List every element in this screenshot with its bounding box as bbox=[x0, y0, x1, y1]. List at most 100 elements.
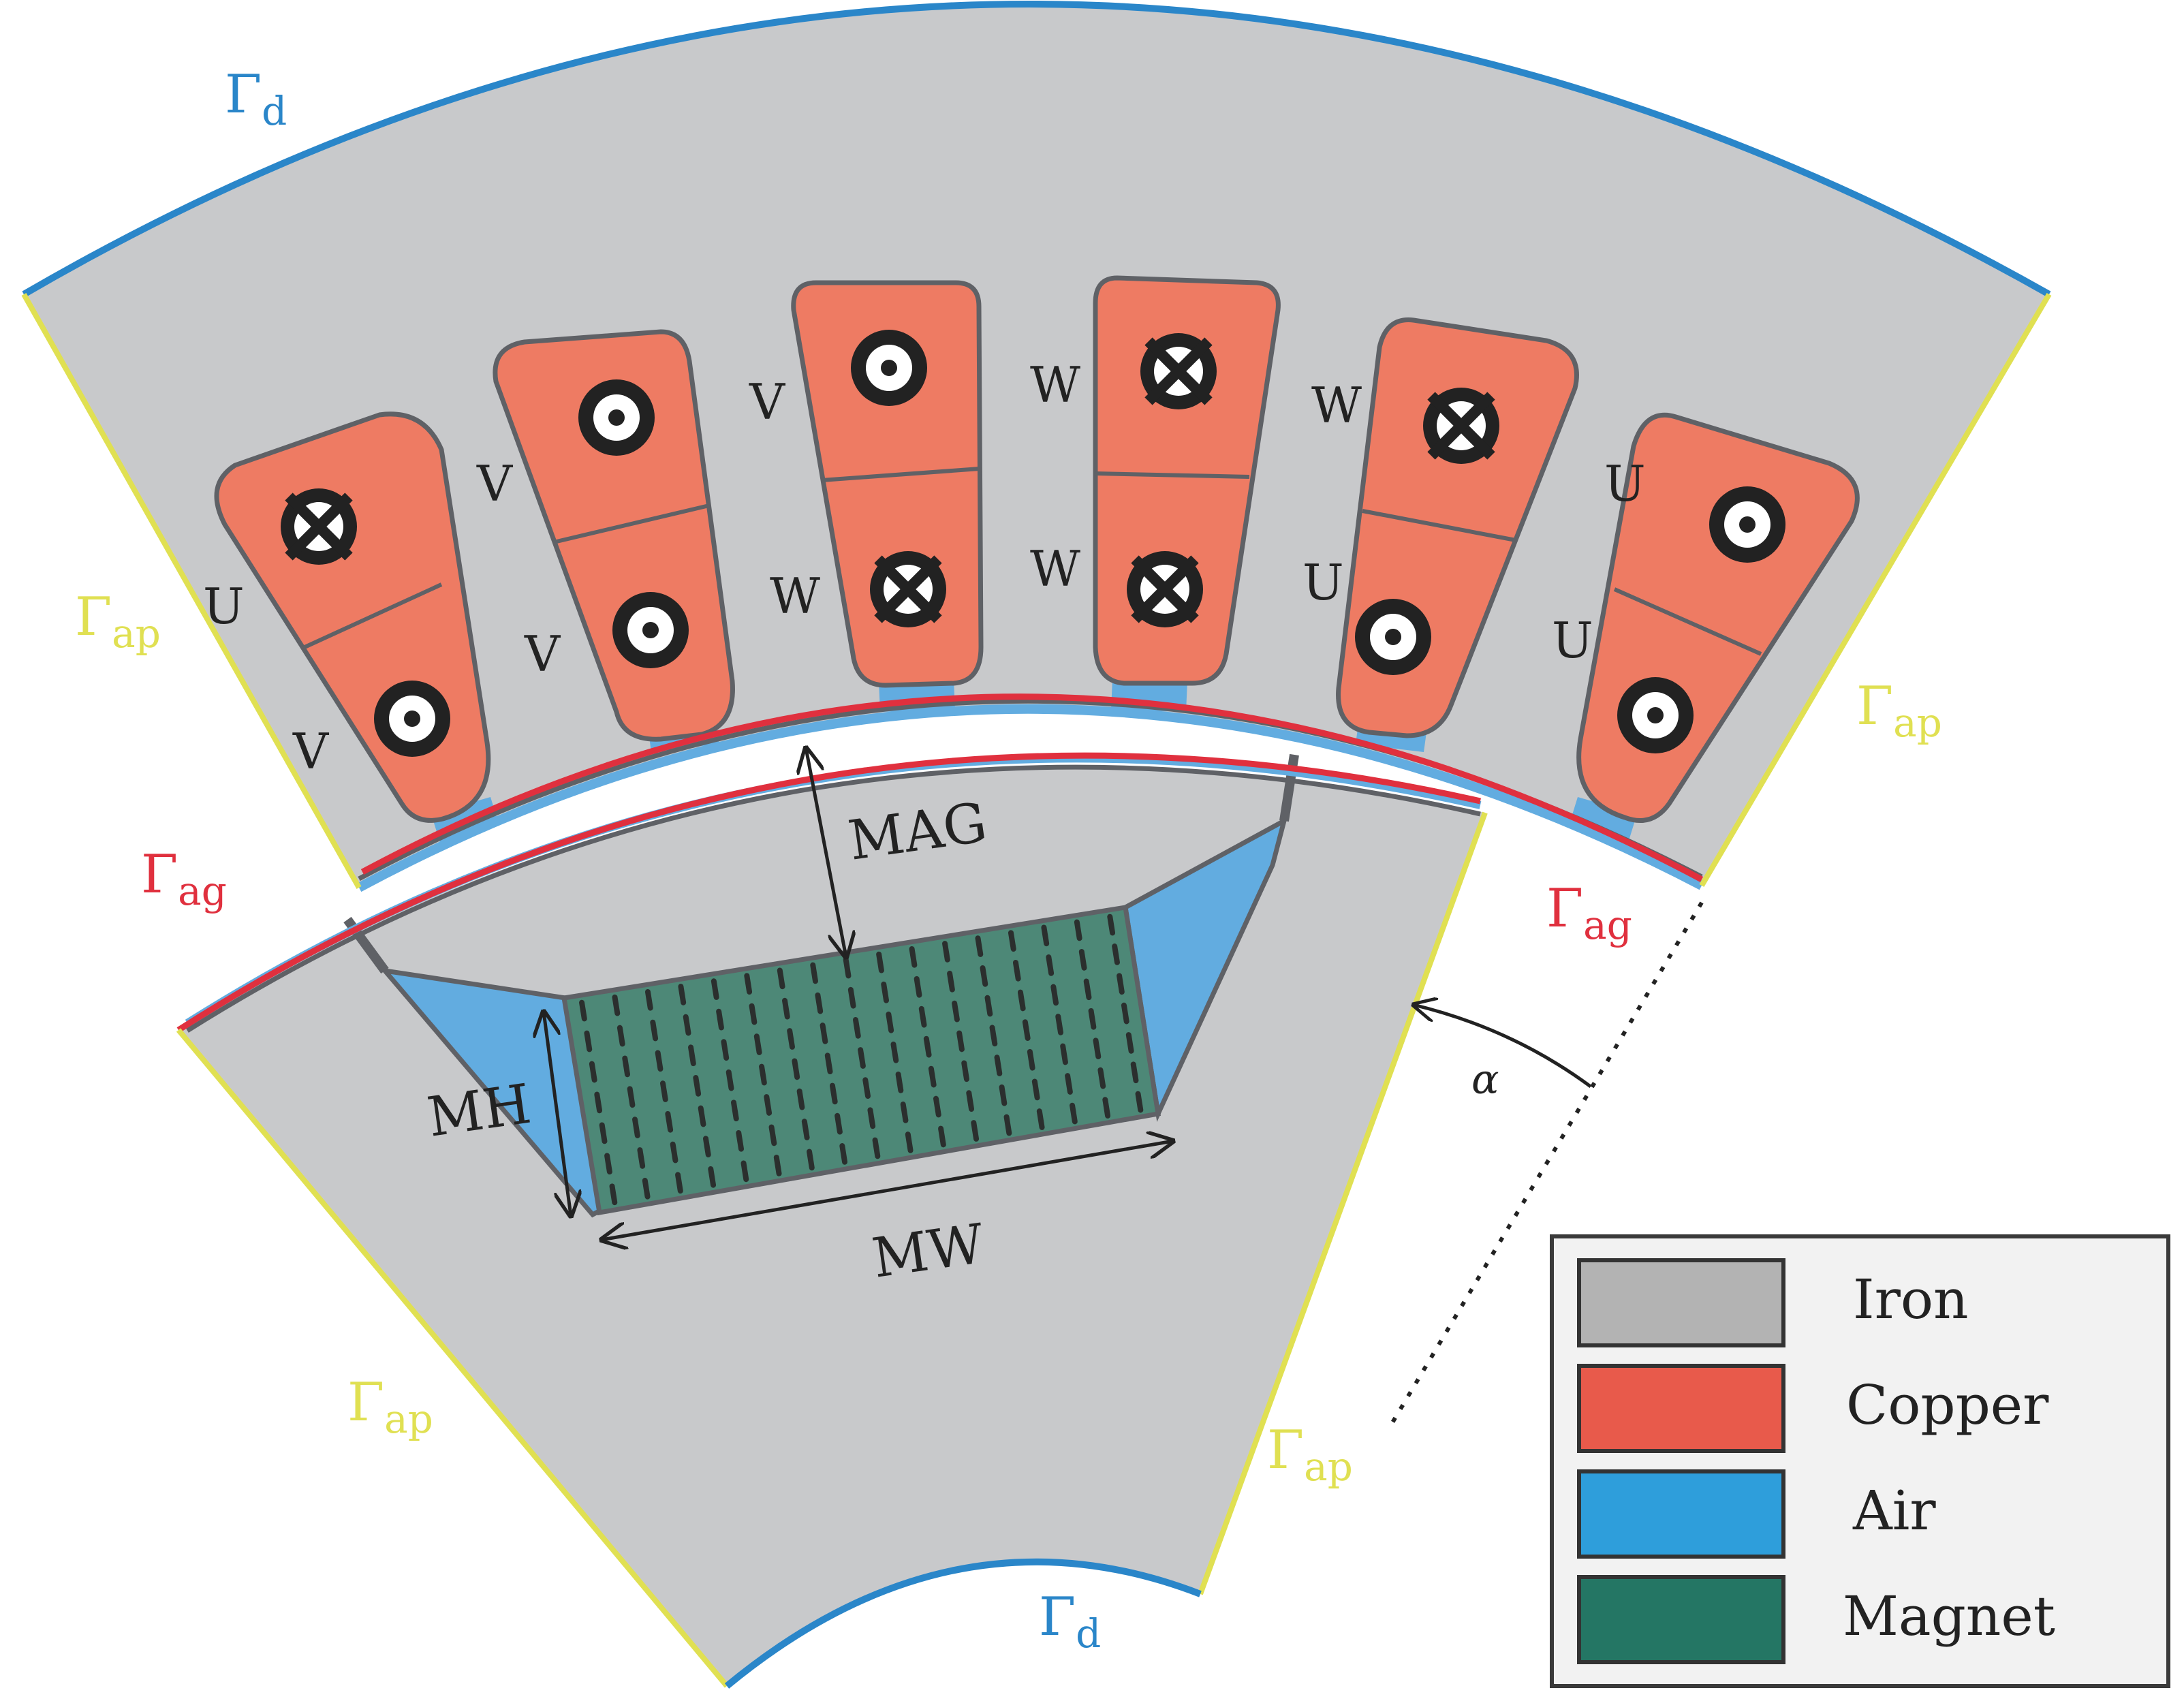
magnet-mark bbox=[942, 941, 950, 963]
magnet-mark bbox=[829, 1082, 838, 1105]
gamma-d-top-label: Γd bbox=[225, 64, 287, 134]
boundary-airgap-stator bbox=[360, 693, 1704, 882]
magnet-mark bbox=[711, 978, 719, 1000]
magnet-mark bbox=[589, 1061, 597, 1083]
magnet-mark bbox=[796, 1088, 805, 1110]
magnet-mark bbox=[952, 1000, 960, 1023]
magnet-mark bbox=[749, 1003, 758, 1025]
boundary-periodic-lower-left bbox=[176, 1028, 730, 1688]
magnet-mark bbox=[984, 995, 993, 1017]
legend: Iron Copper Air Magnet bbox=[1550, 1234, 2170, 1688]
magnet-mark bbox=[721, 1039, 730, 1061]
magnet-mark bbox=[989, 1025, 998, 1047]
magnet-mark bbox=[900, 1102, 909, 1123]
gamma-ap-lower-right-label: Γap bbox=[1267, 1420, 1353, 1490]
winding-cross-icon bbox=[1423, 388, 1499, 464]
boundary-labels: Γd Γap Γap Γag Γag Γap Γap Γd bbox=[75, 64, 1942, 1657]
boundary-dirichlet-top bbox=[22, 1, 2051, 298]
magnet-mark bbox=[975, 935, 984, 957]
mh-label: MH bbox=[424, 1072, 535, 1149]
magnet-mark bbox=[947, 970, 955, 993]
magnet-mark bbox=[914, 976, 922, 998]
phase-label-slot-5-top: W bbox=[1311, 377, 1362, 434]
magnet-mark bbox=[1097, 1067, 1106, 1089]
slot-1-divider bbox=[302, 582, 443, 650]
phase-label-slot-2-bottom: V bbox=[524, 625, 561, 683]
magnet-mark bbox=[1041, 924, 1050, 947]
winding-symbols bbox=[281, 330, 1785, 757]
winding-cross-icon bbox=[281, 488, 357, 565]
magnet-mark bbox=[644, 988, 653, 1011]
magnet-mark bbox=[1078, 949, 1087, 971]
magnet-mark bbox=[584, 1030, 593, 1052]
magnet-mark bbox=[777, 967, 785, 990]
magnet-mark bbox=[1074, 919, 1082, 941]
magnet-mark bbox=[698, 1105, 706, 1127]
winding-dot-icon bbox=[851, 330, 927, 406]
mw-label: MW bbox=[869, 1212, 988, 1290]
mag-dimension-arrow bbox=[806, 748, 846, 957]
magnet-mark bbox=[881, 981, 890, 1003]
boundary-dirichlet-bottom bbox=[724, 1558, 1202, 1689]
magnet-mark bbox=[781, 997, 790, 1020]
magnet-mark bbox=[1102, 1097, 1111, 1119]
boundary-periodic-upper-left bbox=[21, 293, 362, 889]
phase-label-slot-1-top: U bbox=[203, 578, 245, 635]
magnet-mark bbox=[928, 1065, 937, 1088]
winding-dot-icon bbox=[578, 379, 655, 456]
magnet-mark bbox=[627, 1086, 636, 1108]
slot-2-divider bbox=[556, 503, 710, 544]
magnet-mark bbox=[909, 946, 918, 968]
magnet-mark bbox=[966, 1090, 975, 1112]
magnet-mark bbox=[1012, 959, 1021, 982]
slot-6-divider bbox=[1613, 587, 1762, 656]
magnet-mark bbox=[852, 1017, 861, 1039]
magnet-mark bbox=[787, 1028, 795, 1050]
magnet-mark bbox=[678, 984, 687, 1005]
magnet-mark bbox=[665, 1110, 674, 1133]
boundary-periodic-upper-right bbox=[1699, 292, 2052, 888]
magnet-mark bbox=[753, 1033, 762, 1055]
magnet-mark bbox=[792, 1058, 800, 1080]
alpha-label: α bbox=[1471, 1056, 1499, 1104]
magnet-mark bbox=[1130, 1061, 1139, 1084]
legend-item-magnet: Magnet bbox=[1577, 1575, 2055, 1664]
legend-label-magnet: Magnet bbox=[1843, 1585, 2055, 1648]
legend-swatch-copper bbox=[1577, 1364, 1785, 1453]
magnet-mark bbox=[1050, 984, 1059, 1006]
dimension-annotations bbox=[544, 748, 1704, 1429]
magnet-mark bbox=[1121, 1002, 1129, 1025]
magnet-mark bbox=[730, 1099, 739, 1122]
magnet-mark bbox=[1093, 1037, 1102, 1060]
magnet-mark bbox=[1135, 1091, 1144, 1113]
legend-swatch-iron bbox=[1577, 1258, 1785, 1347]
magnet-mark bbox=[693, 1075, 702, 1097]
legend-item-iron: Iron bbox=[1577, 1258, 1969, 1347]
winding-dot-icon bbox=[1355, 599, 1431, 675]
winding-dot-icon bbox=[1709, 486, 1785, 563]
magnet-mark bbox=[994, 1055, 1003, 1076]
phase-labels: U V V V V W W W W U U U bbox=[203, 356, 1646, 780]
gamma-d-bottom-label: Γd bbox=[1039, 1587, 1101, 1657]
winding-dot-icon bbox=[374, 681, 450, 757]
magnet-mark bbox=[847, 986, 856, 1009]
magnet-mark bbox=[918, 1005, 927, 1028]
alpha-angle-arc bbox=[1414, 1005, 1592, 1089]
magnet-mark bbox=[688, 1044, 696, 1067]
magnet-mark bbox=[683, 1014, 691, 1036]
legend-swatch-air bbox=[1577, 1469, 1785, 1559]
mw-dimension-arrow bbox=[602, 1141, 1173, 1240]
magnet-mark bbox=[876, 951, 884, 973]
magnet-mark bbox=[956, 1030, 965, 1052]
stator-airgap-band bbox=[356, 704, 1704, 892]
legend-label-air: Air bbox=[1852, 1479, 1936, 1542]
phase-label-slot-1-bottom: V bbox=[292, 723, 330, 780]
magnet-mark bbox=[895, 1072, 904, 1093]
magnet-mark bbox=[843, 956, 852, 979]
slot-3-divider bbox=[821, 467, 980, 482]
magnet-mark bbox=[961, 1060, 969, 1082]
winding-cross-icon bbox=[1127, 551, 1203, 627]
slot-6-air bbox=[1569, 797, 1637, 843]
magnet-mark bbox=[1070, 1102, 1078, 1125]
magnet-mark bbox=[1107, 914, 1116, 936]
